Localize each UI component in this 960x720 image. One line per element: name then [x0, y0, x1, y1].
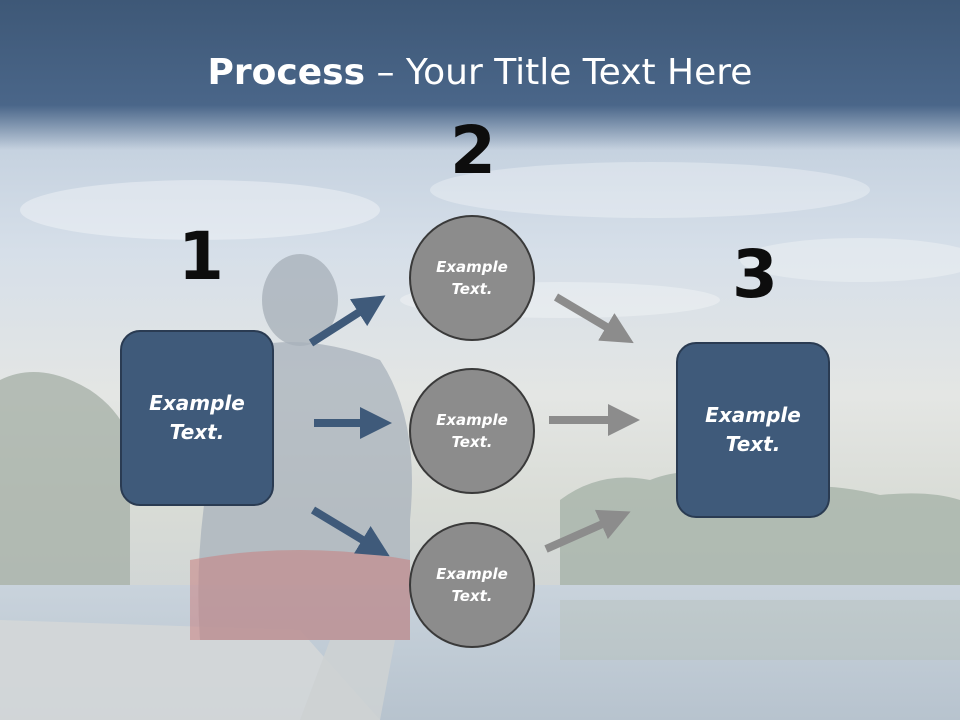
left-box-line1: Example — [149, 391, 245, 415]
right-box: Example Text. — [676, 342, 830, 518]
step-number-3: 3 — [732, 236, 778, 313]
left-box-line2: Text. — [169, 420, 225, 444]
arrow-left-to-bottom — [310, 506, 390, 557]
arrow-top-to-right — [553, 293, 634, 344]
circle-bottom-line2: Text. — [451, 587, 493, 605]
title-rest: – Your Title Text Here — [365, 52, 753, 93]
circle-bottom-line1: Example — [436, 564, 508, 583]
left-box: Example Text. — [120, 330, 274, 506]
step-number-2: 2 — [450, 112, 496, 189]
title-band — [0, 0, 960, 150]
step-number-1: 1 — [178, 218, 224, 295]
circle-middle-line1: Example — [436, 410, 508, 429]
circle-middle-line2: Text. — [451, 433, 493, 451]
circle-top-line2: Text. — [451, 280, 493, 298]
arrow-left-to-top — [308, 295, 386, 347]
right-box-line2: Text. — [725, 432, 781, 456]
circle-top: Example Text. — [409, 215, 535, 341]
circle-top-line1: Example — [436, 257, 508, 276]
slide-title: Process – Your Title Text Here — [0, 52, 960, 93]
right-box-line1: Example — [705, 403, 801, 427]
circle-bottom: Example Text. — [409, 522, 535, 648]
circle-middle: Example Text. — [409, 368, 535, 494]
arrow-bottom-to-right — [544, 509, 631, 553]
title-bold: Process — [207, 52, 366, 93]
